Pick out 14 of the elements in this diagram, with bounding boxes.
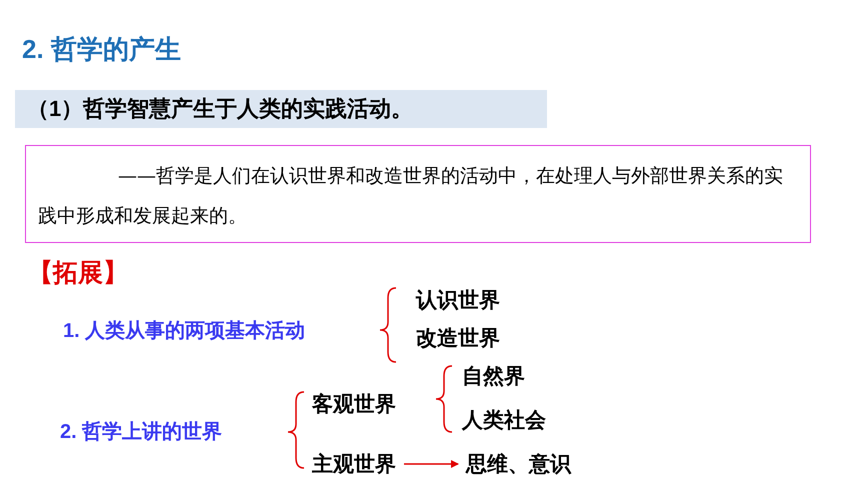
section-heading: 【拓展】 [28,257,128,289]
item-text: 自然界 [462,362,525,390]
slide-title: 2. 哲学的产生 [22,33,181,66]
quote-box: ——哲学是人们在认识世界和改造世界的活动中，在处理人与外部世界关系的实践中形成和发展起来的。 [25,145,811,243]
highlight-banner: （1）哲学智慧产生于人类的实践活动。 [15,90,547,128]
item-text: 改造世界 [416,324,500,352]
arrow [404,460,459,468]
item-text: 思维、意识 [466,450,571,478]
topic-text: 2. 哲学上讲的世界 [60,418,222,445]
item-text: 客观世界 [312,390,396,418]
item-text: 认识世界 [416,286,500,314]
item-text: 主观世界 [312,450,396,478]
topic-text: 1. 人类从事的两项基本活动 [63,317,306,344]
item-text: 人类社会 [462,406,546,434]
